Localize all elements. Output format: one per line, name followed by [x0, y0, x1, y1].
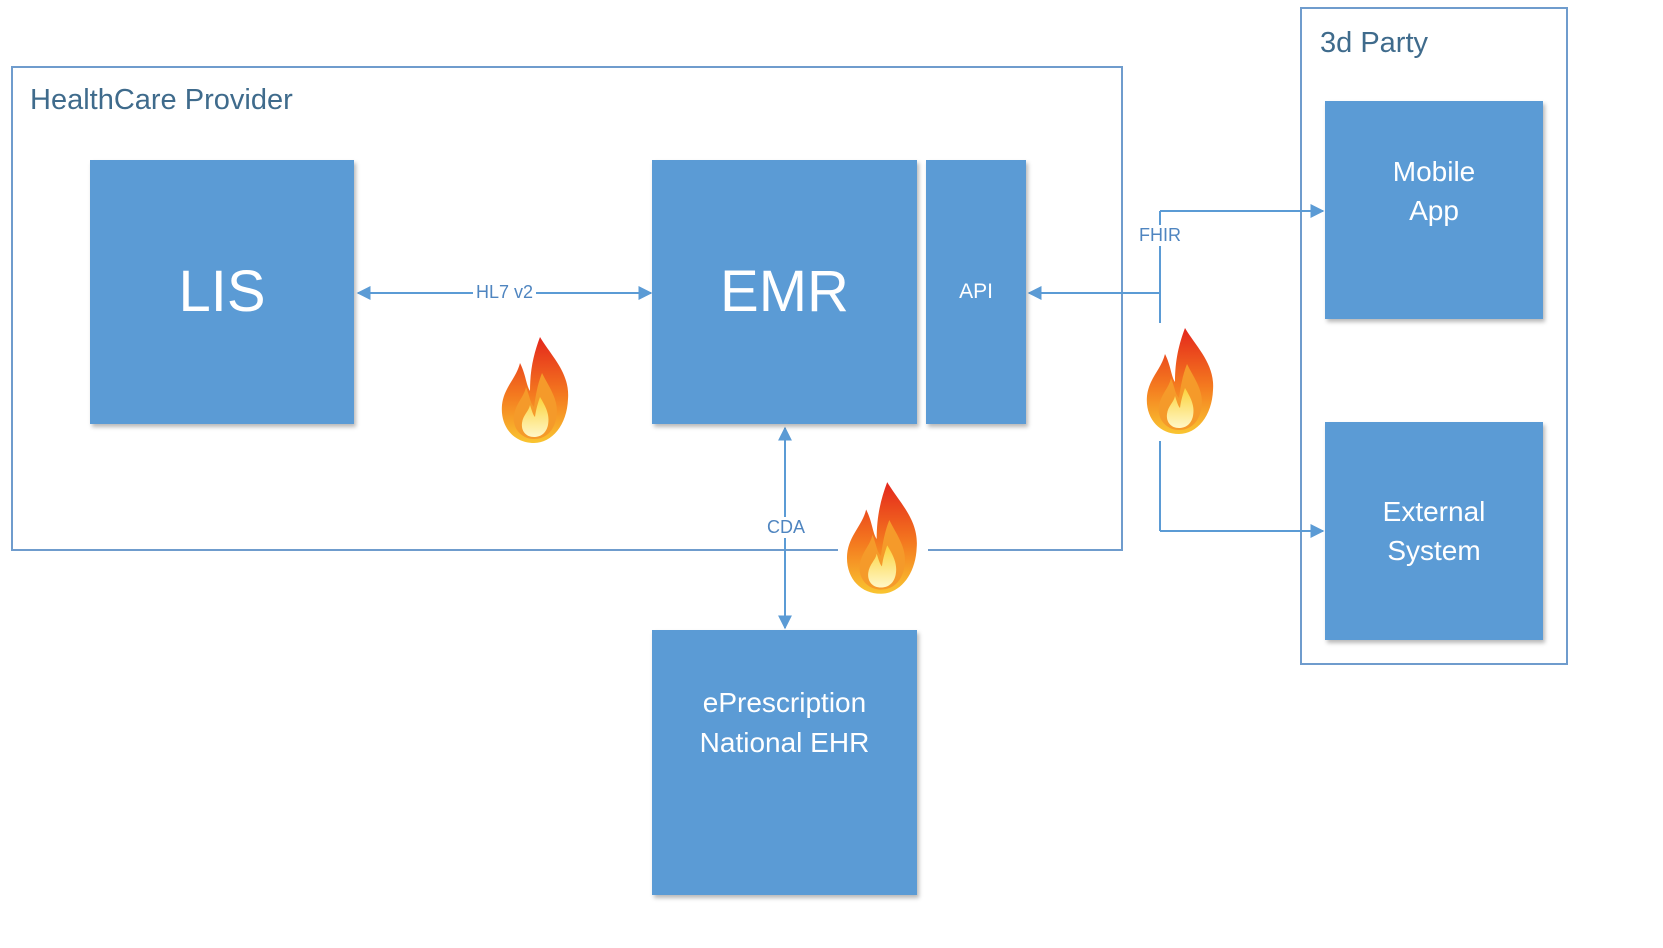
eprescription-box: ePrescription National EHR — [652, 630, 917, 895]
lis-box: LIS — [90, 160, 354, 424]
fhir-label: FHIR — [1136, 225, 1184, 246]
third-party-title: 3d Party — [1320, 27, 1428, 59]
fire-icon — [501, 337, 569, 443]
emr-label: EMR — [720, 259, 849, 325]
external-system-label: External System — [1382, 495, 1486, 566]
fire-icon — [838, 480, 928, 598]
mobile-app-box: Mobile App — [1325, 101, 1543, 319]
lis-label: LIS — [178, 259, 266, 325]
hl7v2-label: HL7 v2 — [473, 282, 537, 303]
api-box: API — [926, 160, 1026, 424]
emr-box: EMR — [652, 160, 917, 424]
external-system-box: External System — [1325, 422, 1543, 640]
fire-icon — [1146, 328, 1214, 434]
cda-label: CDA — [764, 517, 809, 538]
healthcare-provider-title: HealthCare Provider — [30, 84, 293, 116]
eprescription-label: ePrescription National EHR — [699, 687, 870, 758]
api-label: API — [959, 280, 993, 304]
mobile-app-label: Mobile App — [1392, 155, 1476, 226]
